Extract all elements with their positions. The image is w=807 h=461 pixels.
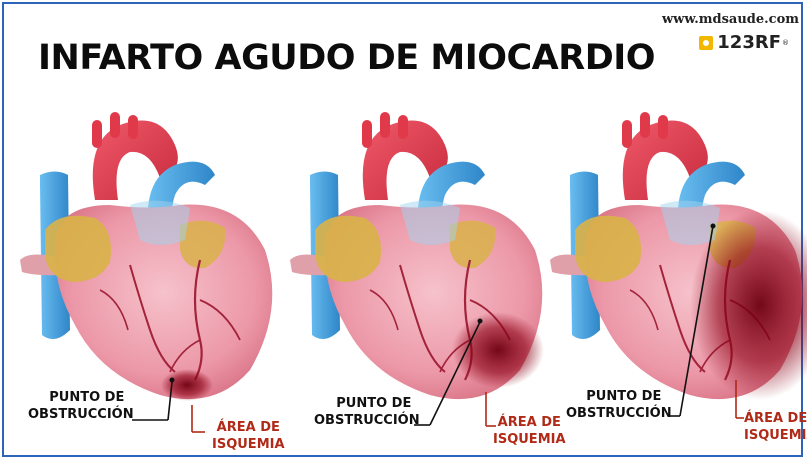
heart-illustration-3: [548, 110, 807, 419]
brand-registered-mark: ®: [782, 38, 789, 47]
ischemia-label-line: ÁREA DE: [216, 420, 280, 435]
obstruction-label-line: PUNTO DE: [336, 396, 412, 411]
ischemia-label-2: ÁREA DE ISQUEMIA: [493, 414, 566, 448]
ischemia-label-line: ISQUEMIA: [493, 432, 566, 447]
ischemia-label-line: ÁREA DE: [744, 411, 807, 426]
brand-watermark: 123RF®: [699, 32, 789, 53]
123rf-logo-icon: [699, 35, 714, 50]
ischemia-area-3: [690, 210, 807, 400]
ischemia-label-1: ÁREA DE ISQUEMIA: [212, 419, 285, 453]
heart-illustration-2: [288, 110, 544, 427]
ischemia-label-line: ISQUEMIA: [212, 437, 285, 452]
brand-name: 123RF: [717, 32, 781, 53]
site-watermark: www.mdsaude.com: [661, 12, 799, 27]
obstruction-label-line: OBSTRUCCIÓN: [566, 406, 672, 421]
ischemia-label-line: ISQUEMIA: [744, 428, 807, 443]
ischemia-label-line: ÁREA DE: [497, 415, 561, 430]
obstruction-label-line: PUNTO DE: [49, 390, 125, 405]
ischemia-label-3: ÁREA DE ISQUEMIA: [744, 410, 807, 444]
heart-illustration-1: [18, 110, 274, 433]
obstruction-label-2: PUNTO DE OBSTRUCCIÓN: [314, 395, 420, 429]
obstruction-label-line: OBSTRUCCIÓN: [28, 407, 134, 422]
obstruction-label-3: PUNTO DE OBSTRUCCIÓN: [566, 388, 672, 422]
obstruction-label-1: PUNTO DE OBSTRUCCIÓN: [28, 389, 134, 423]
obstruction-label-line: OBSTRUCCIÓN: [314, 413, 420, 428]
obstruction-label-line: PUNTO DE: [586, 389, 662, 404]
page-title: INFARTO AGUDO DE MIOCARDIO: [38, 38, 656, 78]
ischemia-area-1: [161, 369, 213, 401]
